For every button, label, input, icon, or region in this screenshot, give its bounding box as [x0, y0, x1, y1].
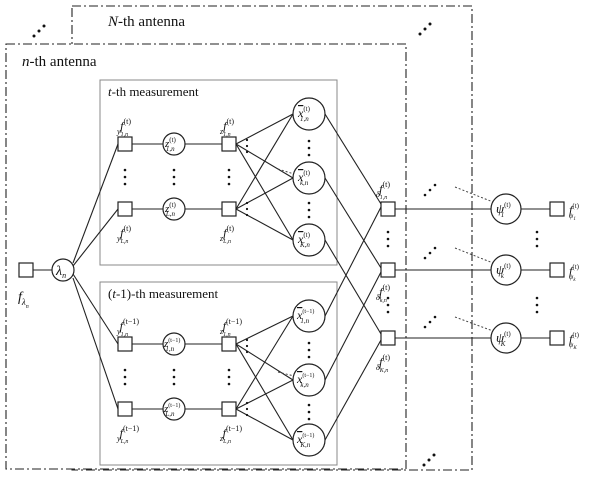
factor-fpsi-k: [549, 262, 565, 278]
factor-fzL-bottom: [221, 401, 237, 417]
factor-fdelta-K: [380, 330, 396, 346]
variable-psi-k: [490, 254, 522, 286]
label-x1-bottom: x(t−1)1,n: [296, 308, 314, 325]
measurement-title-t: t-th measurement: [108, 84, 199, 99]
factor-fpsi-1: [549, 201, 565, 217]
factor-fyL-bottom: [117, 401, 133, 417]
variable-xk-bottom: [292, 363, 326, 397]
label-fyL-top: f(t)yL,n: [116, 224, 131, 245]
variable-x1-bottom: [292, 299, 326, 333]
label-xk-top: x(t)k,n: [297, 169, 311, 187]
factor-fdelta-k: [380, 262, 396, 278]
label-xK-top: x(t)K,n: [297, 231, 311, 249]
label-z1-bottom: z(t−1)1,n: [163, 337, 180, 353]
label-f-lambda: fλn: [18, 290, 29, 310]
label-fdelta-k: f(t)δk,n: [376, 283, 390, 304]
vertical-ellipses: [123, 138, 539, 421]
label-z1-top: z(t)1,n: [164, 136, 177, 153]
factor-fpsi-K: [549, 330, 565, 346]
label-psi-K: ψ(t)K: [496, 330, 511, 348]
variable-z1-bottom: [162, 332, 186, 356]
stack-dots-top-left: [32, 24, 46, 38]
label-fpsi-K: f(t)ψK: [569, 331, 580, 351]
measurement-box-t-minus-1: [99, 281, 338, 466]
label-fdelta-K: f(t)δK,n: [376, 353, 390, 374]
variable-lambda: [51, 258, 75, 282]
label-psi-1: ψ(t)1: [496, 201, 511, 219]
factor-fzL-top: [221, 201, 237, 217]
edges: [33, 113, 550, 441]
variable-xK-bottom: [292, 423, 326, 457]
outer-frame-title: N-th antenna: [107, 14, 185, 30]
label-fy1-bottom: f(t−1)y1,n: [116, 317, 139, 338]
label-fpsi-1: f(t)ψ1: [569, 202, 580, 222]
label-fpsi-k: f(t)ψk: [569, 263, 580, 283]
label-fy1-top: f(t)y1,n: [116, 117, 131, 138]
factor-fy1-top: [117, 136, 133, 152]
factor-fy1-bottom: [117, 336, 133, 352]
label-xK-bottom: x(t−1)K,n: [296, 432, 314, 449]
label-fz1-top: f(t)z1,n: [219, 117, 234, 138]
variable-x1-top: [292, 97, 326, 131]
variable-psi-1: [490, 193, 522, 225]
variable-z1-top: [162, 132, 186, 156]
variable-xk-top: [292, 161, 326, 195]
factor-fz1-top: [221, 136, 237, 152]
label-fz1-bottom: f(t−1)z1,n: [219, 317, 242, 338]
psi-edge-dots: [423, 183, 437, 329]
stack-dots-top-right: [418, 22, 432, 36]
label-zL-top: z(t)L,n: [164, 201, 177, 218]
variable-zL-bottom: [162, 397, 186, 421]
inner-antenna-frame: [5, 43, 407, 470]
label-fzL-bottom: f(t−1)zL,n: [219, 424, 242, 445]
variable-xK-top: [292, 223, 326, 257]
measurement-box-t: [99, 79, 338, 266]
label-fyL-bottom: f(t−1)yL,n: [116, 424, 139, 445]
label-x1-top: x(t)1,n: [297, 105, 311, 123]
factor-fdelta-1: [380, 201, 396, 217]
variable-zL-top: [162, 197, 186, 221]
incoming-dashed-arrows: [277, 168, 494, 377]
label-lambda: λn: [55, 264, 66, 280]
factor-f-lambda: [18, 262, 34, 278]
factor-fyL-top: [117, 201, 133, 217]
inner-frame-title: n-th antenna: [22, 54, 97, 70]
label-fdelta-1: f(t)δ1,n: [376, 180, 390, 201]
variable-psi-K: [490, 322, 522, 354]
measurement-title-t-minus-1: (t-1)-th measurement: [108, 286, 219, 301]
label-psi-k: ψ(t)k: [496, 262, 511, 280]
label-zL-bottom: z(t−1)L,n: [163, 402, 180, 418]
label-fzL-top: f(t)zL,n: [219, 224, 234, 245]
label-xk-bottom: x(t−1)k,n: [296, 372, 314, 389]
factor-fz1-bottom: [221, 336, 237, 352]
stack-dots-bottom-right: [422, 453, 436, 467]
